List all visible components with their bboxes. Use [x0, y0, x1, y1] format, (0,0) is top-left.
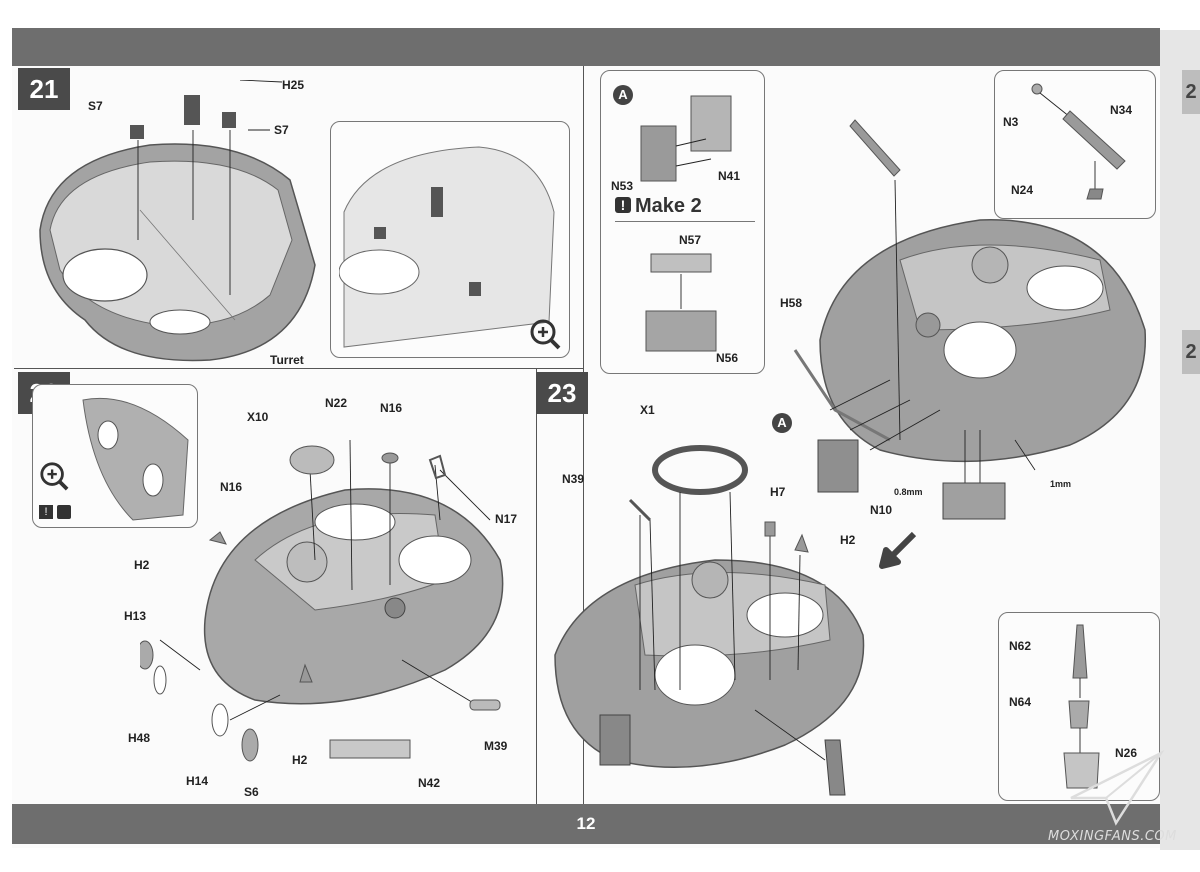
label-s7: S7 — [88, 99, 103, 113]
turret-step22-illustration — [203, 488, 504, 705]
box-part-illustration — [942, 482, 1006, 520]
turret-shell-illustration — [39, 143, 316, 362]
subassembly-divider — [615, 221, 755, 222]
step-number-21: 21 — [18, 68, 70, 110]
label-n26: N26 — [1115, 746, 1138, 760]
label-n16: N16 — [220, 480, 243, 494]
subassembly-box: A N53 N41 !Make 2 N57 N56 — [600, 70, 765, 374]
arrow-lines-step23-bottom — [628, 445, 846, 796]
next-page-edge: 2 2 — [1160, 30, 1200, 850]
turret-step23-bottom-illustration — [554, 559, 865, 769]
label-n42: N42 — [418, 776, 441, 790]
label-n3: N3 — [1003, 115, 1019, 129]
label-x10: X10 — [247, 410, 269, 424]
arrow-lines-step21 — [130, 80, 283, 295]
label-n24: N24 — [1011, 183, 1034, 197]
label-n57: N57 — [679, 233, 702, 247]
top-band — [12, 28, 1160, 66]
arrow-lines-step23-top — [793, 119, 1036, 490]
turret-step23-top-illustration — [819, 219, 1147, 463]
label-m39: M39 — [484, 739, 508, 753]
glue-icon — [57, 505, 71, 519]
label-h13: H13 — [124, 609, 147, 623]
label-h2: H2 — [134, 558, 150, 572]
label-n17: N17 — [495, 512, 518, 526]
label-n10: N10 — [870, 503, 893, 517]
turret-detail-illustration — [339, 146, 555, 348]
step-number-23: 23 — [536, 372, 588, 414]
hatch-detail-illustration — [82, 397, 189, 521]
label-h14: H14 — [186, 774, 209, 788]
label-n56: N56 — [716, 351, 739, 365]
label-n64: N64 — [1009, 695, 1032, 709]
detail-view-box: N62 N64 N26 — [998, 612, 1160, 801]
label-h25: H25 — [282, 78, 305, 92]
watermark-text: MOXINGFANS.COM — [1048, 829, 1177, 844]
caution-icon: ! — [615, 197, 631, 213]
caution-icon: ! — [39, 505, 53, 519]
label-n16: N16 — [380, 401, 403, 415]
dimension-note: 0.8mm — [894, 487, 923, 497]
magnify-icon — [40, 462, 69, 491]
bottom-band — [12, 804, 1160, 844]
antenna-detail-illustration — [1063, 624, 1100, 789]
edge-tab: 2 — [1182, 70, 1200, 114]
callout-badge: A — [772, 413, 792, 433]
magnify-icon — [530, 319, 561, 350]
label-h2: H2 — [840, 533, 856, 547]
panel-divider-v2 — [536, 368, 537, 804]
direction-arrow-icon — [879, 531, 917, 569]
dimension-note: 1mm — [1050, 479, 1072, 489]
barrel-detail-illustration — [1031, 83, 1126, 200]
panel-divider-h1 — [14, 368, 583, 369]
page-number: 12 — [576, 814, 596, 833]
label-h48: H48 — [128, 731, 151, 745]
label-h2: H2 — [292, 753, 308, 767]
label-n53: N53 — [611, 179, 634, 193]
detail-view-box: ! — [32, 384, 198, 528]
watermark-logo-icon — [1070, 749, 1165, 826]
arrow-lines-step22 — [140, 439, 501, 762]
label-n34: N34 — [1110, 103, 1133, 117]
label-turret: Turret — [270, 353, 304, 367]
label-n41: N41 — [718, 169, 741, 183]
panel-divider-vertical — [583, 66, 584, 804]
label-s6: S6 — [244, 785, 259, 799]
rack-subassembly-illustration — [640, 95, 732, 182]
make-quantity-text: Make 2 — [635, 195, 702, 217]
label-h58: H58 — [780, 296, 803, 310]
detail-view-box: N3 N34 N24 — [994, 70, 1156, 219]
label-s7: S7 — [274, 123, 289, 137]
box-subassembly-illustration — [645, 253, 717, 352]
rack-part-illustration — [817, 439, 859, 493]
label-n39: N39 — [562, 472, 585, 486]
make-quantity-note: !Make 2 — [615, 195, 702, 218]
label-n22: N22 — [325, 396, 348, 410]
subassembly-badge: A — [613, 85, 633, 105]
label-n62: N62 — [1009, 639, 1032, 653]
edge-tab: 2 — [1182, 330, 1200, 374]
detail-view-box — [330, 121, 570, 358]
label-x1: X1 — [640, 403, 655, 417]
panel-divider-h2 — [536, 368, 584, 369]
label-h7: H7 — [770, 485, 786, 499]
